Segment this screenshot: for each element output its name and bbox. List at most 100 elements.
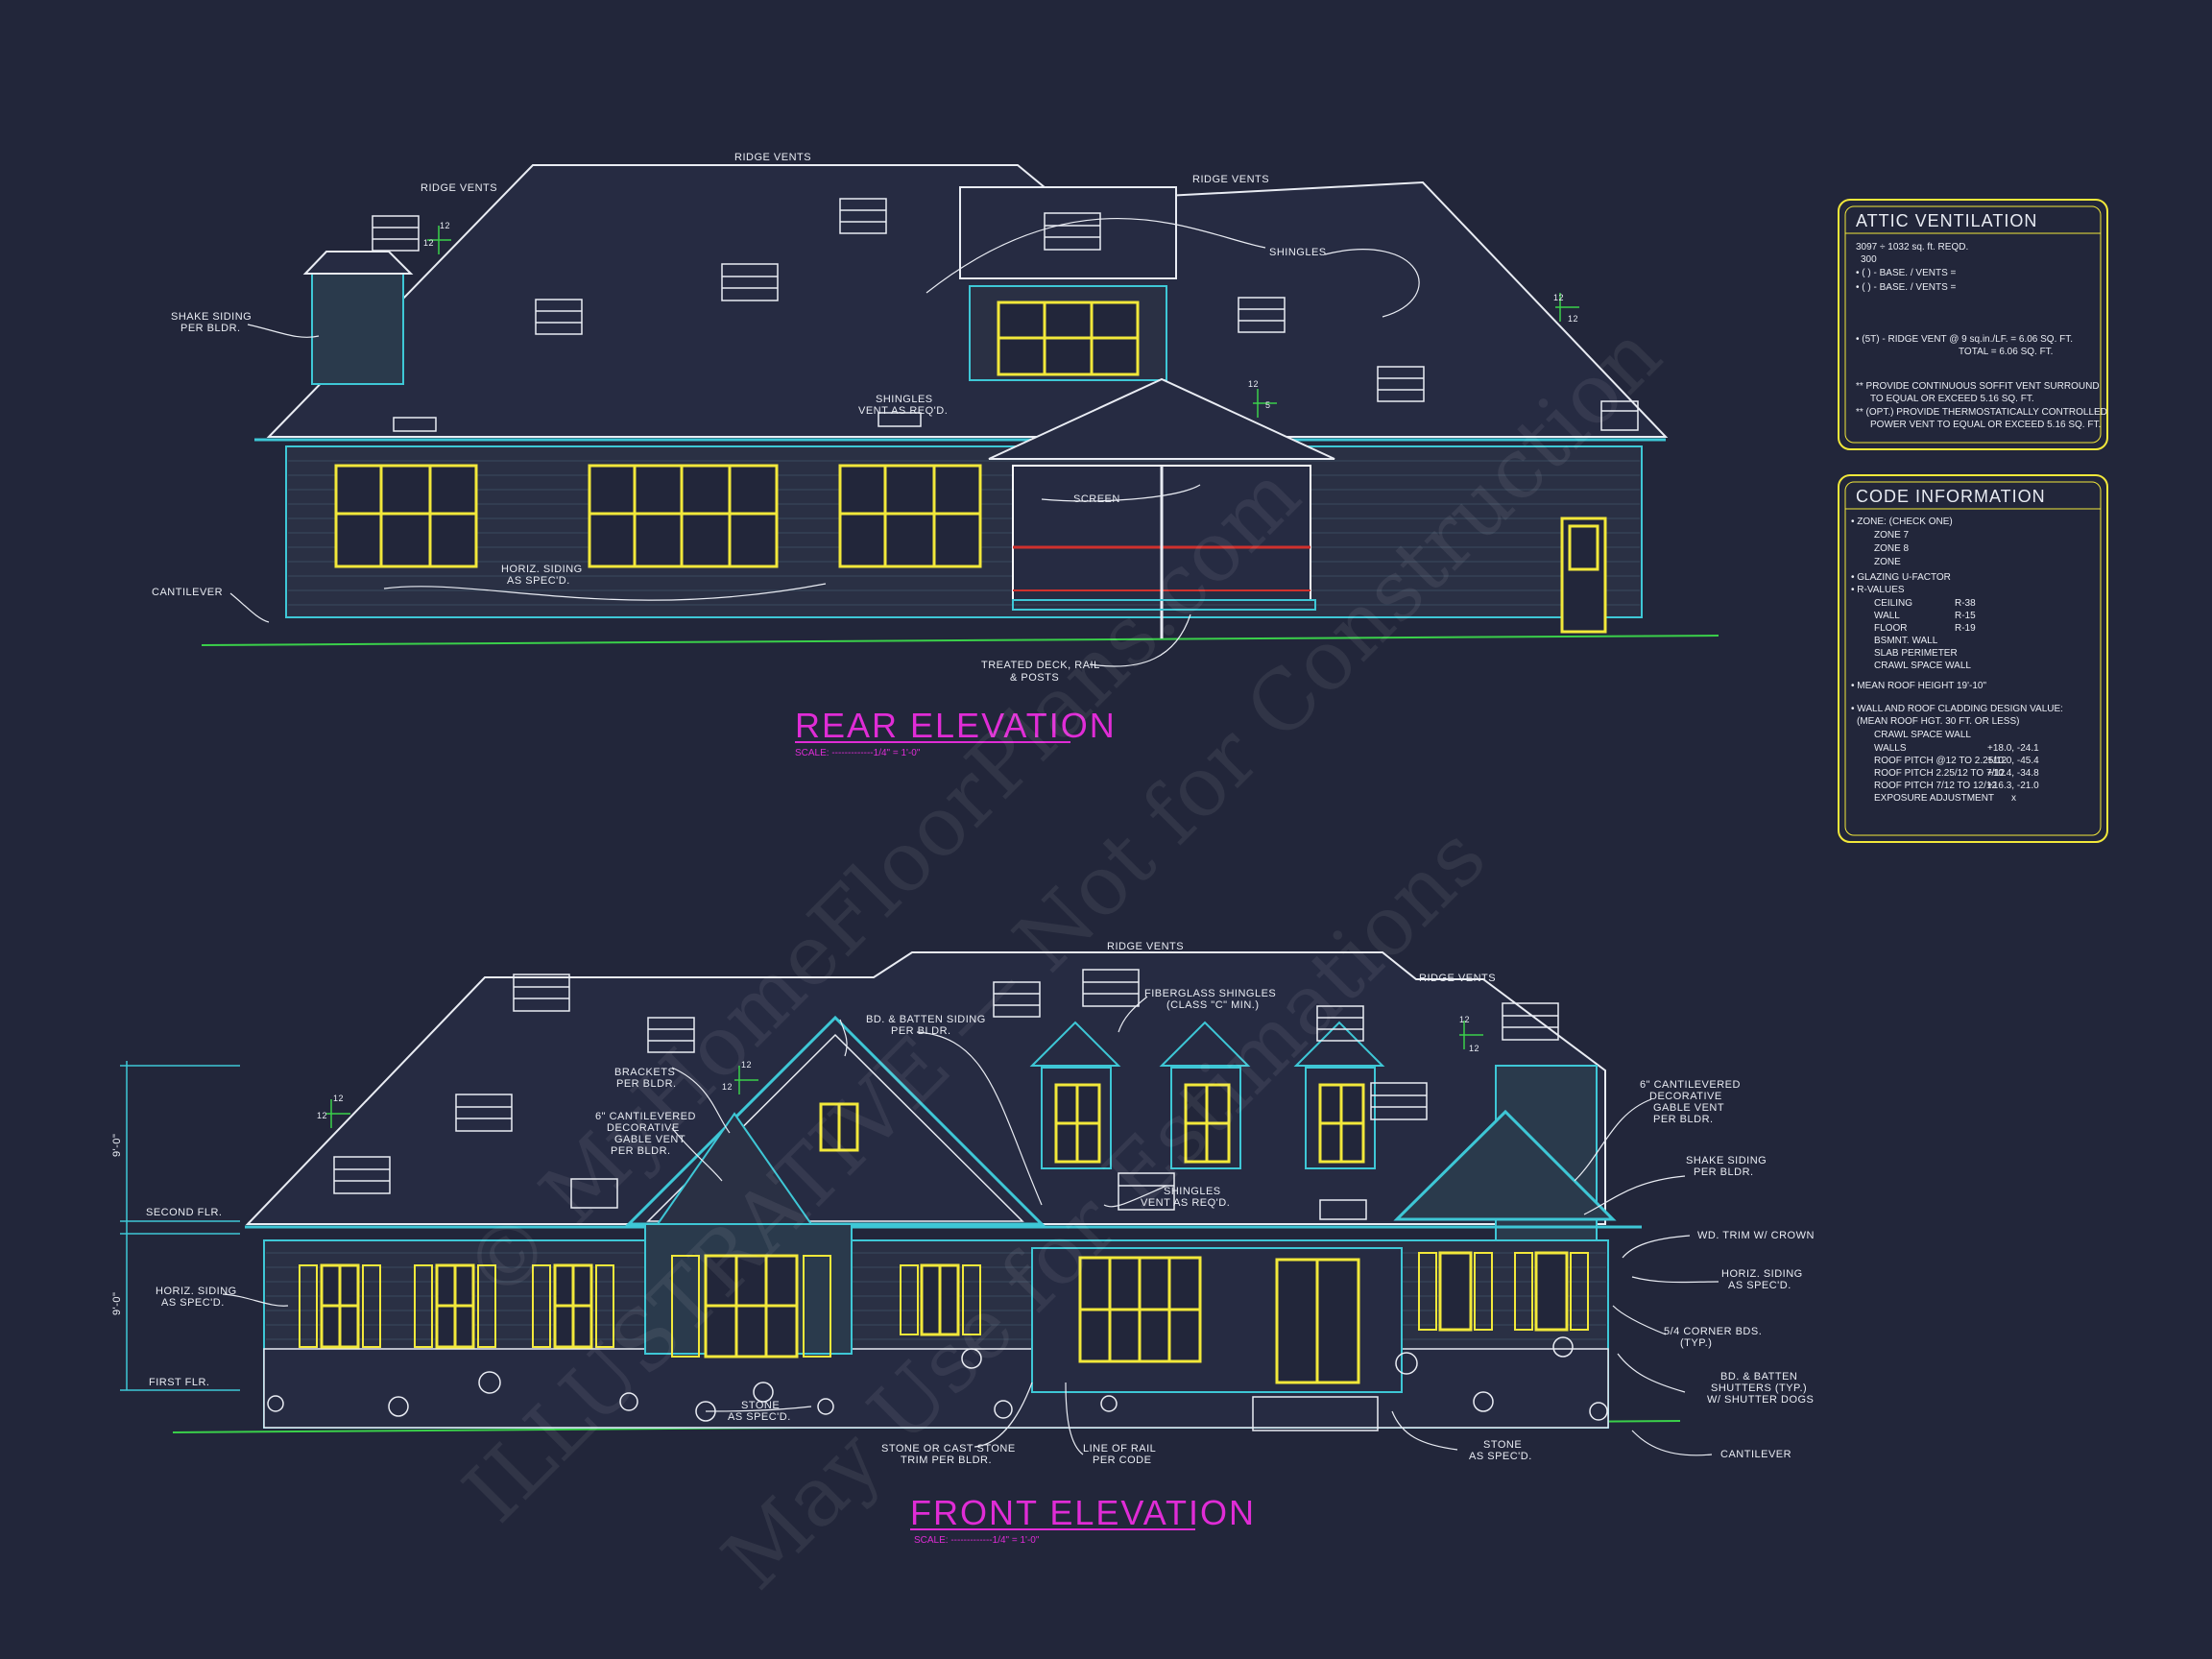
label-horiz-siding-2: AS SPEC'D. <box>507 575 570 587</box>
slope-12: 12 <box>333 1094 344 1103</box>
dim-lower: 9'-0" <box>111 1292 123 1315</box>
label-fiberglass-2: (CLASS "C" MIN.) <box>1166 999 1259 1011</box>
slope-12: 12 <box>1248 379 1259 389</box>
label-second-flr: SECOND FLR. <box>146 1207 222 1218</box>
label-gable-vent-l-1: 6" CANTILEVERED <box>595 1111 696 1122</box>
label-shingles: SHINGLES <box>1269 247 1327 258</box>
code-rvalue: R-38 <box>1955 598 1976 609</box>
front-roof-marks <box>333 969 1559 1220</box>
label-shingles-vent-1: SHINGLES <box>876 394 933 405</box>
label-cantilever-f: CANTILEVER <box>1720 1449 1791 1460</box>
code-line: SLAB PERIMETER <box>1874 648 1958 659</box>
label-corner-bds-2: (TYP.) <box>1680 1337 1712 1349</box>
label-horiz-siding-l-2: AS SPEC'D. <box>161 1297 225 1309</box>
label-gable-vent-l-4: PER BLDR. <box>611 1145 671 1157</box>
attic-line: • ( ) - BASE. / VENTS = <box>1856 268 1957 278</box>
label-stone-r-2: AS SPEC'D. <box>1469 1451 1532 1462</box>
code-design-name: ROOF PITCH 2.25/12 TO 7/12 <box>1874 768 2006 779</box>
code-design-name: WALLS <box>1874 743 1907 754</box>
rear-slope-symbols <box>427 226 1579 418</box>
label-batten-1: BD. & BATTEN SIDING <box>866 1014 986 1025</box>
code-design-name: ROOF PITCH @12 TO 2.25/12 <box>1874 756 2008 766</box>
label-brackets-1: BRACKETS <box>614 1067 675 1078</box>
label-batten-2: PER BLDR. <box>891 1025 951 1037</box>
label-wd-trim: WD. TRIM W/ CROWN <box>1697 1230 1815 1241</box>
label-horiz-siding-1: HORIZ. SIDING <box>501 564 583 575</box>
label-gable-vent-r-3: GABLE VENT <box>1653 1102 1724 1114</box>
front-slope-symbols <box>326 1021 1483 1128</box>
label-cast-stone-1: STONE OR CAST STONE <box>881 1443 1016 1455</box>
code-information-box: CODE INFORMATION • ZONE: (CHECK ONE) ZON… <box>1838 474 2108 843</box>
label-shake-siding-2: PER BLDR. <box>180 323 241 334</box>
label-first-flr: FIRST FLR. <box>149 1377 209 1388</box>
front-elevation: 12 12 12 12 12 12 9'-0" 9'-0" SECOND FLR… <box>111 941 1815 1546</box>
rear-leaders <box>229 217 1420 667</box>
code-design-value: +16.3, -21.0 <box>1987 781 2039 791</box>
code-line: • ZONE: (CHECK ONE) <box>1851 517 1953 527</box>
label-gable-vent-r-4: PER BLDR. <box>1653 1114 1714 1125</box>
attic-line: • ( ) - BASE. / VENTS = <box>1856 282 1957 293</box>
label-gable-vent-l-2: DECORATIVE <box>607 1122 680 1134</box>
code-rvalue: R-15 <box>1955 611 1976 621</box>
front-elevation-title: FRONT ELEVATION <box>910 1493 1256 1532</box>
code-design-name: ROOF PITCH 7/12 TO 12/12 <box>1874 781 1997 791</box>
label-horiz-siding-r-2: AS SPEC'D. <box>1728 1280 1791 1291</box>
label-gable-vent-l-3: GABLE VENT <box>614 1134 685 1145</box>
code-rvalue-name: WALL <box>1874 611 1900 621</box>
code-line: ZONE 7 <box>1874 530 1910 541</box>
label-corner-bds-1: 5/4 CORNER BDS. <box>1664 1326 1762 1337</box>
code-line: • WALL AND ROOF CLADDING DESIGN VALUE: <box>1851 704 2063 714</box>
label-ridge-vents: RIDGE VENTS <box>734 152 811 163</box>
label-ridge-vents: RIDGE VENTS <box>1107 941 1184 952</box>
label-cantilever: CANTILEVER <box>152 587 223 598</box>
attic-line: 3097 ÷ 1032 sq. ft. REQD. <box>1856 242 1968 252</box>
code-design-value: +10.4, -34.8 <box>1987 768 2039 779</box>
label-gable-vent-r-2: DECORATIVE <box>1649 1091 1722 1102</box>
front-windows <box>320 1083 1569 1384</box>
label-shake-siding-f-2: PER BLDR. <box>1694 1166 1754 1178</box>
label-shutters-1: BD. & BATTEN <box>1720 1371 1797 1382</box>
label-fiberglass-1: FIBERGLASS SHINGLES <box>1144 988 1276 999</box>
slope-12: 12 <box>741 1060 752 1070</box>
code-design-name: EXPOSURE ADJUSTMENT <box>1874 793 1994 804</box>
code-line: BSMNT. WALL <box>1874 636 1938 646</box>
code-rvalue: R-19 <box>1955 623 1976 634</box>
attic-ventilation-box: ATTIC VENTILATION 3097 ÷ 1032 sq. ft. RE… <box>1838 199 2108 450</box>
label-gable-vent-r-1: 6" CANTILEVERED <box>1640 1079 1741 1091</box>
front-shutters <box>299 1252 1589 1358</box>
label-shingles-f-2: VENT AS REQ'D. <box>1141 1197 1230 1209</box>
label-shutters-2: SHUTTERS (TYP.) <box>1711 1382 1807 1394</box>
attic-line: ** (OPT.) PROVIDE THERMOSTATICALLY CONTR… <box>1856 407 2107 418</box>
slope-12: 12 <box>1568 314 1578 324</box>
label-ridge-vents: RIDGE VENTS <box>1419 973 1496 984</box>
label-brackets-2: PER BLDR. <box>616 1078 677 1090</box>
rear-windows <box>334 301 1607 634</box>
attic-line: TO EQUAL OR EXCEED 5.16 SQ. FT. <box>1870 394 2034 404</box>
slope-12: 12 <box>1469 1044 1479 1053</box>
slope-12: 12 <box>317 1111 327 1120</box>
rear-elevation-title: REAR ELEVATION <box>795 706 1117 745</box>
code-line: • R-VALUES <box>1851 585 1905 595</box>
label-treated-deck-1: TREATED DECK, RAIL <box>981 660 1100 671</box>
attic-ventilation-title: ATTIC VENTILATION <box>1856 211 2037 230</box>
label-stone-r-1: STONE <box>1483 1439 1522 1451</box>
roof-shingle-marks <box>372 198 1639 432</box>
code-information-title: CODE INFORMATION <box>1856 487 2046 506</box>
code-line: ZONE 8 <box>1874 543 1910 554</box>
code-line: • GLAZING U-FACTOR <box>1851 572 1951 583</box>
code-line: CRAWL SPACE WALL <box>1874 661 1971 671</box>
attic-line: TOTAL = 6.06 SQ. FT. <box>1959 347 2053 357</box>
code-design-value: +18.0, -24.1 <box>1987 743 2039 754</box>
attic-line: ** PROVIDE CONTINUOUS SOFFIT VENT SURROU… <box>1856 381 2100 392</box>
slope-12: 12 <box>423 238 434 248</box>
code-line: • MEAN ROOF HEIGHT 19'-10" <box>1851 681 1986 691</box>
label-treated-deck-2: & POSTS <box>1010 672 1059 684</box>
label-stone-l-1: STONE <box>741 1400 780 1411</box>
label-cast-stone-2: TRIM PER BLDR. <box>901 1455 992 1466</box>
label-shingles-f-1: SHINGLES <box>1164 1186 1221 1197</box>
code-line: (MEAN ROOF HGT. 30 FT. OR LESS) <box>1857 716 2019 727</box>
label-screen: SCREEN <box>1073 493 1120 505</box>
slope-12: 12 <box>722 1082 733 1092</box>
rear-elevation-scale: SCALE: -------------1/4" = 1'-0" <box>795 748 921 758</box>
